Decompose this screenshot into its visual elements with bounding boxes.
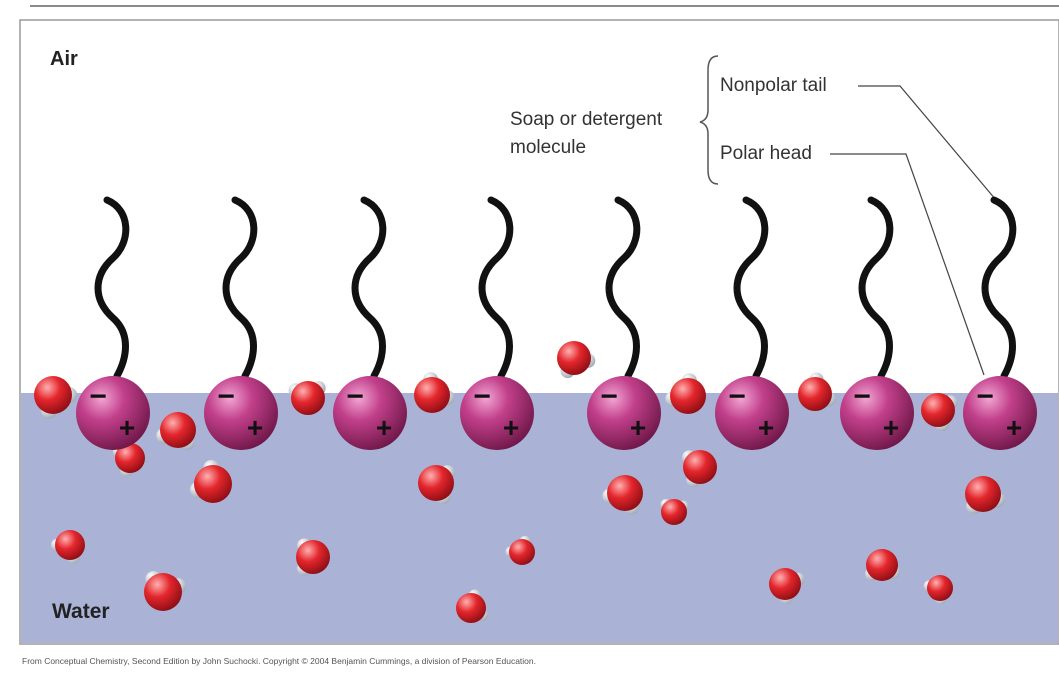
positive-charge: + — [247, 412, 263, 443]
positive-charge: + — [376, 412, 392, 443]
oxygen-atom — [921, 393, 955, 427]
polar-head — [587, 376, 661, 450]
positive-charge: + — [119, 412, 135, 443]
negative-charge: − — [473, 380, 491, 413]
oxygen-atom — [509, 539, 535, 565]
negative-charge: − — [853, 380, 871, 413]
oxygen-atom — [144, 573, 182, 611]
polar-head — [460, 376, 534, 450]
oxygen-atom — [414, 377, 450, 413]
positive-charge: + — [883, 412, 899, 443]
positive-charge: + — [758, 412, 774, 443]
oxygen-atom — [769, 568, 801, 600]
oxygen-atom — [291, 381, 325, 415]
oxygen-atom — [683, 450, 717, 484]
oxygen-atom — [55, 530, 85, 560]
negative-charge: − — [976, 380, 994, 413]
water-label: Water — [52, 600, 110, 624]
oxygen-atom — [670, 378, 706, 414]
oxygen-atom — [34, 376, 72, 414]
molecule-label-line2: molecule — [510, 134, 662, 162]
polar-head — [715, 376, 789, 450]
polar-head-label: Polar head — [720, 143, 812, 165]
oxygen-atom — [418, 465, 454, 501]
negative-charge: − — [728, 380, 746, 413]
nonpolar-tail-label: Nonpolar tail — [720, 75, 827, 97]
oxygen-atom — [866, 549, 898, 581]
negative-charge: − — [89, 380, 107, 413]
oxygen-atom — [160, 412, 196, 448]
polar-head — [840, 376, 914, 450]
negative-charge: − — [217, 380, 235, 413]
oxygen-atom — [607, 475, 643, 511]
polar-head — [76, 376, 150, 450]
positive-charge: + — [1006, 412, 1022, 443]
oxygen-atom — [557, 341, 591, 375]
oxygen-atom — [296, 540, 330, 574]
oxygen-atom — [798, 377, 832, 411]
oxygen-atom — [194, 465, 232, 503]
oxygen-atom — [965, 476, 1001, 512]
oxygen-atom — [927, 575, 953, 601]
polar-head — [333, 376, 407, 450]
source-credit: From Conceptual Chemistry, Second Editio… — [22, 656, 536, 666]
molecule-label-line1: Soap or detergent — [510, 106, 662, 134]
positive-charge: + — [503, 412, 519, 443]
polar-head — [204, 376, 278, 450]
oxygen-atom — [456, 593, 486, 623]
polar-head — [963, 376, 1037, 450]
air-label: Air — [50, 48, 78, 71]
negative-charge: − — [600, 380, 618, 413]
oxygen-atom — [661, 499, 687, 525]
positive-charge: + — [630, 412, 646, 443]
molecule-label: Soap or detergent molecule — [510, 106, 662, 162]
negative-charge: − — [346, 380, 364, 413]
